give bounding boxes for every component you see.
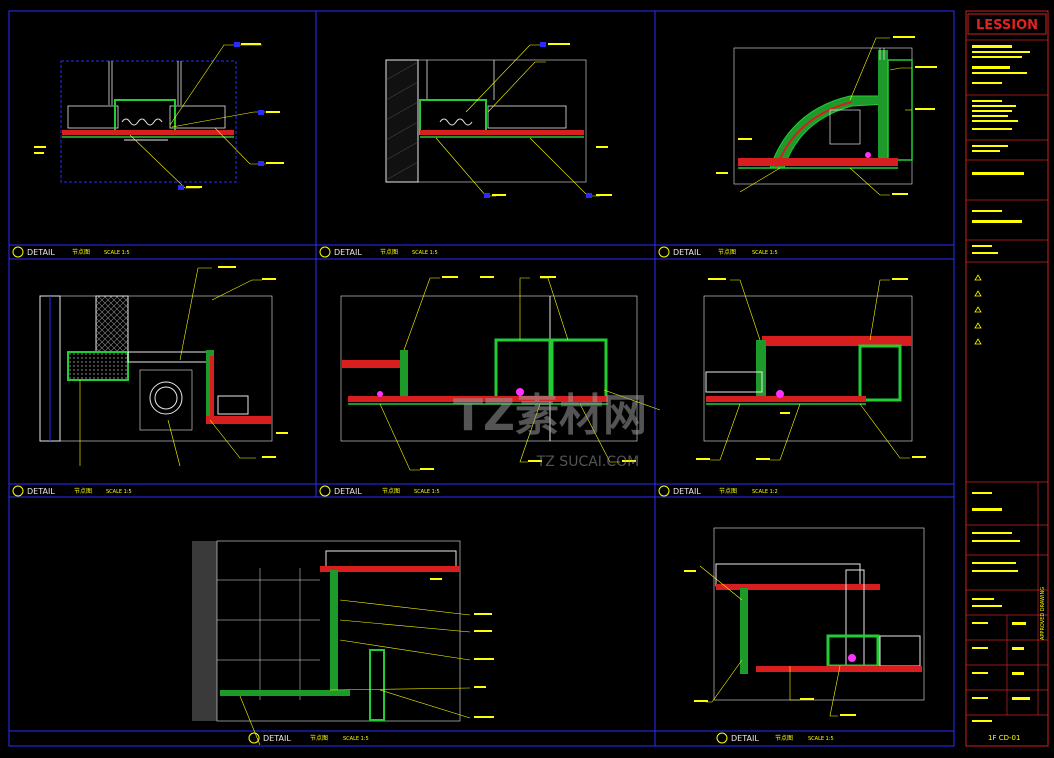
panel-title-labels: DETAIL 节点图 SCALE 1:5 DETAIL 节点图 SCALE 1:… bbox=[12, 246, 834, 744]
panel-2-title: DETAIL bbox=[334, 248, 362, 257]
panel-8-subtitle: 节点图 bbox=[775, 734, 793, 742]
panel-label-p3: DETAIL 节点图 SCALE 1:5 bbox=[658, 246, 778, 258]
panel-8-title: DETAIL bbox=[731, 734, 759, 743]
panel-3-scale: SCALE 1:5 bbox=[752, 250, 778, 256]
panel-7-title: DETAIL bbox=[263, 734, 291, 743]
panel-5-scale: SCALE 1:5 bbox=[414, 489, 440, 495]
watermark: TZ素材网 TZ SUCAI.COM bbox=[453, 390, 647, 470]
detail-drawing-8 bbox=[684, 527, 925, 717]
panel-2-scale: SCALE 1:5 bbox=[412, 250, 438, 256]
panel-6-title: DETAIL bbox=[673, 487, 701, 496]
logo-text: LESSION bbox=[976, 18, 1038, 33]
detail-drawing-6 bbox=[696, 278, 926, 461]
panel-label-p5: DETAIL 节点图 SCALE 1:5 bbox=[319, 485, 440, 497]
detail-drawing-4 bbox=[39, 266, 288, 467]
panel-2-subtitle: 节点图 bbox=[380, 248, 398, 256]
watermark-brand: TZ素材网 bbox=[453, 390, 647, 441]
panel-6-subtitle: 节点图 bbox=[719, 487, 737, 495]
detail-drawing-7 bbox=[192, 540, 494, 746]
detail-drawing-1 bbox=[34, 42, 284, 190]
panel-3-title: DETAIL bbox=[673, 248, 701, 257]
detail-drawing-3 bbox=[716, 36, 937, 196]
title-block: LESSION bbox=[965, 10, 1049, 747]
panel-label-p7: DETAIL 节点图 SCALE 1:5 bbox=[248, 732, 369, 744]
panel-1-title: DETAIL bbox=[27, 248, 55, 257]
watermark-url: TZ SUCAI.COM bbox=[536, 454, 640, 470]
panel-label-p6: DETAIL 节点图 SCALE 1:2 bbox=[658, 485, 778, 497]
panel-label-p4: DETAIL 节点图 SCALE 1:5 bbox=[12, 485, 132, 497]
sheet-frame bbox=[8, 10, 955, 747]
panel-1-subtitle: 节点图 bbox=[72, 248, 90, 256]
panel-7-subtitle: 节点图 bbox=[310, 734, 328, 742]
panel-label-p2: DETAIL 节点图 SCALE 1:5 bbox=[319, 246, 438, 258]
detail-drawing-2 bbox=[385, 42, 612, 198]
panel-7-scale: SCALE 1:5 bbox=[343, 736, 369, 742]
panel-label-p1: DETAIL 节点图 SCALE 1:5 bbox=[12, 246, 130, 258]
panel-4-scale: SCALE 1:5 bbox=[106, 489, 132, 495]
panel-5-title: DETAIL bbox=[334, 487, 362, 496]
panel-1-scale: SCALE 1:5 bbox=[104, 250, 130, 256]
panel-4-subtitle: 节点图 bbox=[74, 487, 92, 495]
panel-3-subtitle: 节点图 bbox=[718, 248, 736, 256]
detail-drawing-5 bbox=[340, 276, 661, 471]
vertical-strip-text: APPROVED DRAWING bbox=[1040, 587, 1046, 640]
drawing-number: 1F CD-01 bbox=[988, 734, 1020, 742]
panel-6-scale: SCALE 1:2 bbox=[752, 489, 778, 495]
panel-4-title: DETAIL bbox=[27, 487, 55, 496]
panel-label-p8: DETAIL 节点图 SCALE 1:5 bbox=[716, 732, 834, 744]
panel-5-subtitle: 节点图 bbox=[382, 487, 400, 495]
panel-8-scale: SCALE 1:5 bbox=[808, 736, 834, 742]
